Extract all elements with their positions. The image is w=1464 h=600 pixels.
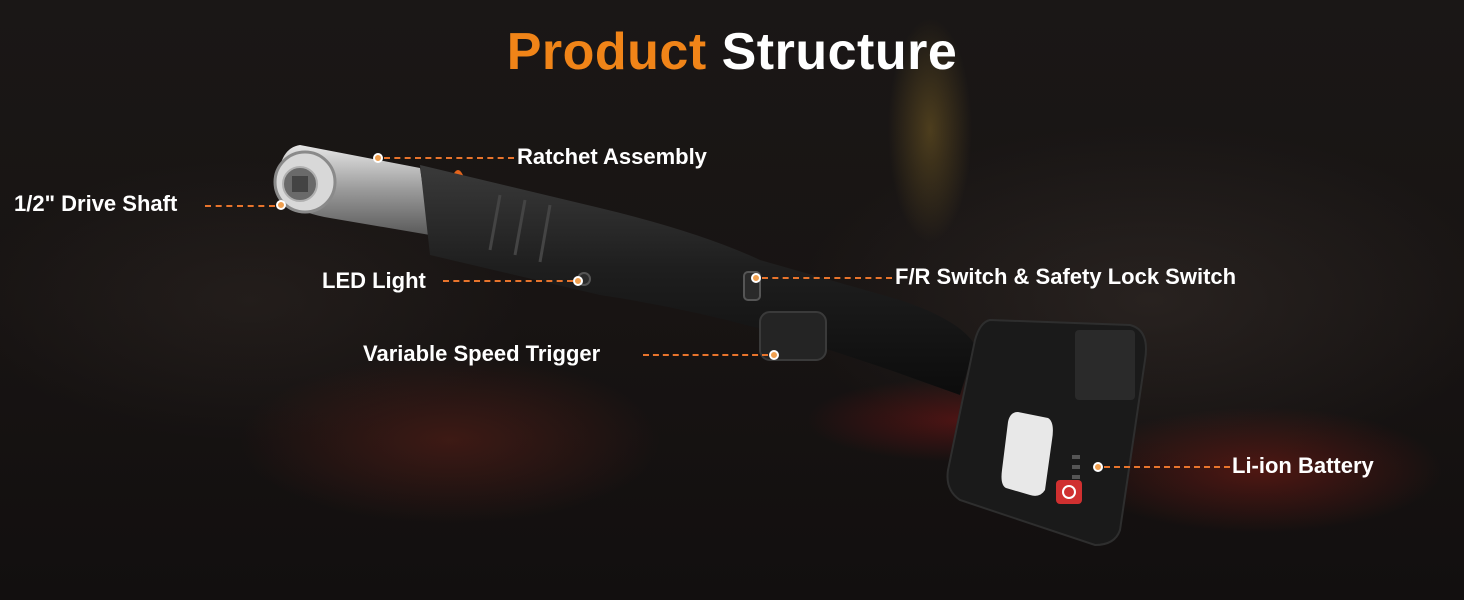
battery-leader — [1104, 466, 1230, 468]
trigger-marker — [769, 350, 779, 360]
ratchet-assembly-label: Ratchet Assembly — [517, 144, 707, 169]
drive-shaft-marker — [276, 200, 286, 210]
page-title: Product Structure — [0, 22, 1464, 82]
led-light-label: LED Light — [322, 268, 426, 293]
title-word-structure: Structure — [721, 23, 958, 81]
ratchet-assembly-leader — [384, 157, 514, 159]
fr-switch-leader — [762, 277, 892, 279]
battery-marker — [1093, 462, 1103, 472]
drive-shaft-label: 1/2" Drive Shaft — [14, 191, 178, 216]
fr-switch-marker — [751, 273, 761, 283]
drive-shaft-leader — [205, 205, 275, 207]
trigger-leader — [643, 354, 768, 356]
ratchet-head — [273, 145, 430, 235]
fr-switch-label: F/R Switch & Safety Lock Switch — [895, 264, 1237, 289]
title-word-product: Product — [506, 23, 707, 81]
battery-label: Li-ion Battery — [1232, 453, 1374, 478]
led-light-leader — [443, 280, 573, 282]
battery-pack — [946, 318, 1147, 547]
led-light-marker — [573, 276, 583, 286]
ratchet-assembly-marker — [373, 153, 383, 163]
trigger-label: Variable Speed Trigger — [363, 341, 601, 366]
